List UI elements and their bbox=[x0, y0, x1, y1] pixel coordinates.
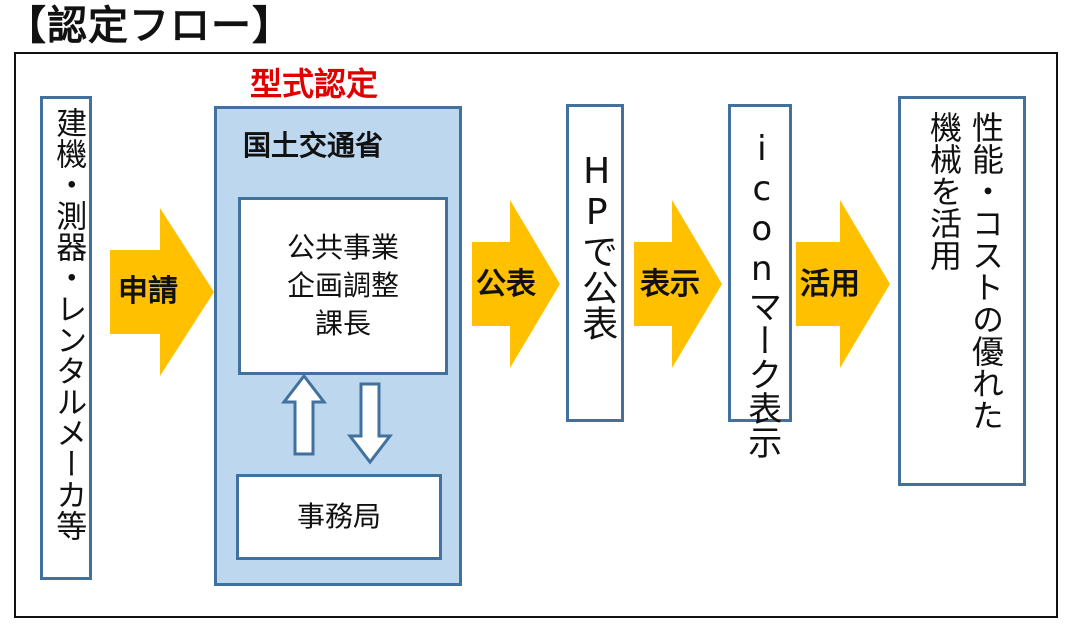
icon-mark-label: iconマーク表示 bbox=[741, 129, 782, 459]
secretariat-box: 事務局 bbox=[236, 474, 442, 560]
publish-label: 公表 bbox=[476, 267, 536, 302]
division-box: 公共事業 企画調整 課長 bbox=[238, 197, 448, 375]
applicant-box: 建機・測器・レンタルメーカ等 bbox=[40, 96, 92, 580]
result-label: 性能・コストの優れた 機械を活用 bbox=[925, 111, 1005, 431]
apply-arrow-shape bbox=[110, 208, 214, 376]
icon-mark-box: iconマーク表示 bbox=[728, 104, 792, 459]
down-arrow-icon bbox=[346, 382, 394, 465]
publish-arrow bbox=[472, 200, 560, 368]
result-box: 性能・コストの優れた 機械を活用 bbox=[898, 96, 1026, 486]
up-arrow-icon bbox=[280, 373, 328, 456]
utilize-arrow bbox=[796, 200, 890, 368]
display-arrow bbox=[634, 200, 722, 368]
diagram-title: 【認定フロー】 bbox=[6, 3, 293, 49]
hp-label: HPで公表 bbox=[576, 151, 618, 341]
hp-box: HPで公表 bbox=[566, 104, 624, 422]
applicant-label: 建機・測器・レンタルメーカ等 bbox=[50, 107, 87, 541]
type-certification-label: 型式認定 bbox=[250, 65, 379, 103]
mlit-label: 国土交通省 bbox=[243, 129, 384, 162]
flow-frame bbox=[14, 52, 1058, 618]
display-label: 表示 bbox=[640, 267, 700, 302]
utilize-label: 活用 bbox=[800, 267, 860, 302]
apply-arrow bbox=[110, 208, 214, 376]
apply-label: 申請 bbox=[118, 274, 178, 309]
